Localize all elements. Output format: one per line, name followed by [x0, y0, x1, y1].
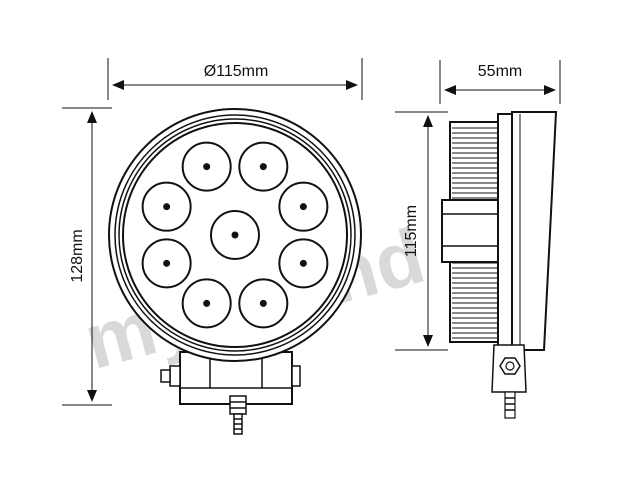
hex-nut [499, 357, 521, 375]
side-dimensions [395, 60, 561, 351]
led [238, 278, 289, 329]
led [141, 238, 192, 289]
led [141, 181, 192, 232]
front-height-label: 128mm [69, 229, 86, 282]
front-diameter-label: Ø115mm [204, 63, 269, 80]
led [238, 141, 289, 192]
side-height-label: 115mm [403, 205, 420, 257]
front-dimensions [62, 58, 363, 406]
lamp-housing-ring [114, 114, 356, 356]
led [210, 210, 260, 260]
side-view [441, 111, 558, 419]
led [181, 141, 232, 192]
side-bolt [504, 391, 516, 419]
lamp-lens [122, 122, 348, 348]
mount-band [441, 199, 507, 263]
led [278, 238, 329, 289]
side-lens [511, 111, 558, 351]
side-bezel [497, 113, 513, 351]
front-view [108, 108, 362, 435]
front-bolt [229, 395, 247, 435]
led [181, 278, 232, 329]
lamp-housing-ring-inner [118, 118, 352, 352]
led [278, 181, 329, 232]
side-depth-label: 55mm [478, 63, 522, 80]
led-array [141, 141, 329, 329]
